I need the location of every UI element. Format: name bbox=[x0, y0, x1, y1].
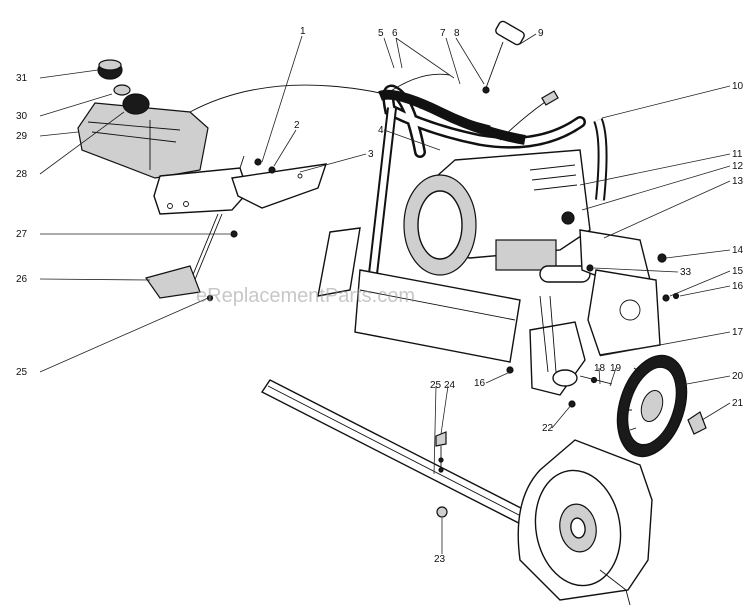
callout-33: 33 bbox=[680, 267, 692, 278]
hub-cap bbox=[687, 411, 707, 435]
starter-handle bbox=[482, 20, 525, 94]
callout-29: 28 bbox=[16, 169, 28, 180]
wheel bbox=[616, 354, 688, 458]
callout-17: 17 bbox=[732, 327, 744, 338]
tank-bracket bbox=[153, 155, 249, 215]
fuel-cap bbox=[97, 59, 123, 80]
callout-13: 13 bbox=[732, 176, 744, 187]
callout-25: 25 bbox=[430, 380, 442, 391]
callout-16-right: 16 bbox=[732, 281, 744, 292]
callout-27: 26 bbox=[16, 274, 28, 285]
callout-11: 11 bbox=[732, 149, 743, 160]
callout-24: 24 bbox=[444, 380, 456, 391]
callout-32: 31 bbox=[16, 73, 28, 84]
callout-18: 18 bbox=[594, 363, 606, 374]
locknut bbox=[436, 506, 448, 518]
handle-assembly bbox=[365, 73, 608, 301]
callout-labels: 31 30 29 28 27 26 25 1 2 3 4 5 6 7 8 9 1… bbox=[16, 26, 744, 565]
frame-housing bbox=[317, 227, 521, 363]
engine-mounting-plate bbox=[579, 229, 661, 356]
callout-4: 4 bbox=[378, 125, 384, 136]
callout-5: 5 bbox=[378, 28, 384, 39]
fuel-line bbox=[189, 213, 223, 283]
callout-30: 29 bbox=[16, 131, 28, 142]
callout-19: 19 bbox=[610, 363, 622, 374]
callout-7: 7 bbox=[440, 28, 446, 39]
callout-9: 9 bbox=[538, 28, 544, 39]
bracket-plate bbox=[231, 163, 328, 209]
callout-23: 23 bbox=[434, 554, 446, 565]
engine bbox=[403, 149, 591, 283]
right-hardware bbox=[506, 253, 680, 408]
watermark-text: eReplacementParts.com bbox=[196, 285, 415, 307]
leader-lines bbox=[39, 33, 731, 554]
carriage-bolt bbox=[435, 431, 447, 473]
callout-16-left: 16 bbox=[474, 378, 486, 389]
control-cable bbox=[499, 90, 559, 141]
callout-12: 12 bbox=[732, 161, 744, 172]
scraper-bar bbox=[260, 379, 562, 541]
shutoff-valve bbox=[145, 265, 201, 299]
callout-20: 20 bbox=[732, 371, 744, 382]
callout-22: 22 bbox=[542, 423, 554, 434]
callout-10: 10 bbox=[732, 81, 744, 92]
hardware-screws bbox=[206, 158, 276, 302]
callout-6: 6 bbox=[392, 28, 398, 39]
fuel-tank bbox=[77, 102, 209, 179]
cap-gasket bbox=[113, 84, 131, 96]
callout-26: 25 bbox=[16, 367, 28, 378]
callout-14: 14 bbox=[732, 245, 744, 256]
callout-3: 3 bbox=[368, 149, 374, 160]
side-bracket bbox=[529, 295, 586, 396]
callout-15: 15 bbox=[732, 266, 744, 277]
callout-2: 2 bbox=[294, 120, 300, 131]
callout-28: 27 bbox=[16, 229, 28, 240]
callout-21: 21 bbox=[732, 398, 744, 409]
axle bbox=[579, 375, 613, 385]
callout-31: 30 bbox=[16, 111, 28, 122]
callout-1: 1 bbox=[300, 26, 306, 37]
auger-side-plate bbox=[517, 439, 653, 606]
tank-neck bbox=[122, 93, 150, 115]
callout-8: 8 bbox=[454, 28, 460, 39]
